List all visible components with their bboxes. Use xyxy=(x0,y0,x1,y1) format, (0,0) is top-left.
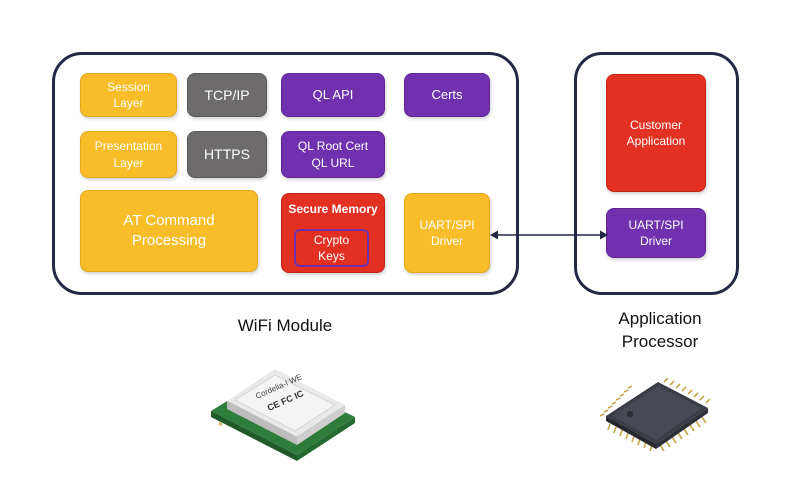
session-layer-block: Session Layer xyxy=(80,73,177,117)
customer-application-block: Customer Application xyxy=(606,74,706,192)
uart-link-arrow xyxy=(490,230,608,240)
presentation-layer-block: Presentation Layer xyxy=(80,131,177,178)
application-processor-caption: Application Processor xyxy=(618,309,702,351)
ql-api-block: QL API xyxy=(281,73,385,117)
secure-memory-label: Secure Memory xyxy=(288,202,378,216)
ql-root-cert-block: QL Root Cert QL URL xyxy=(281,131,385,178)
wifi-module-chip-icon: Cordelia-I WE CE FC IC xyxy=(211,369,355,461)
https-block: HTTPS xyxy=(187,131,267,178)
certs-block: Certs xyxy=(404,73,490,117)
wifi-module-caption: WiFi Module xyxy=(237,316,333,335)
application-processor-chip-icon xyxy=(599,377,711,452)
crypto-keys-block: Crypto Keys xyxy=(294,229,369,267)
app-uart-spi-driver-block: UART/SPI Driver xyxy=(606,208,706,258)
wifi-uart-spi-driver-block: UART/SPI Driver xyxy=(404,193,490,273)
tcp-ip-block: TCP/IP xyxy=(187,73,267,117)
at-command-processing-block: AT Command Processing xyxy=(80,190,258,272)
